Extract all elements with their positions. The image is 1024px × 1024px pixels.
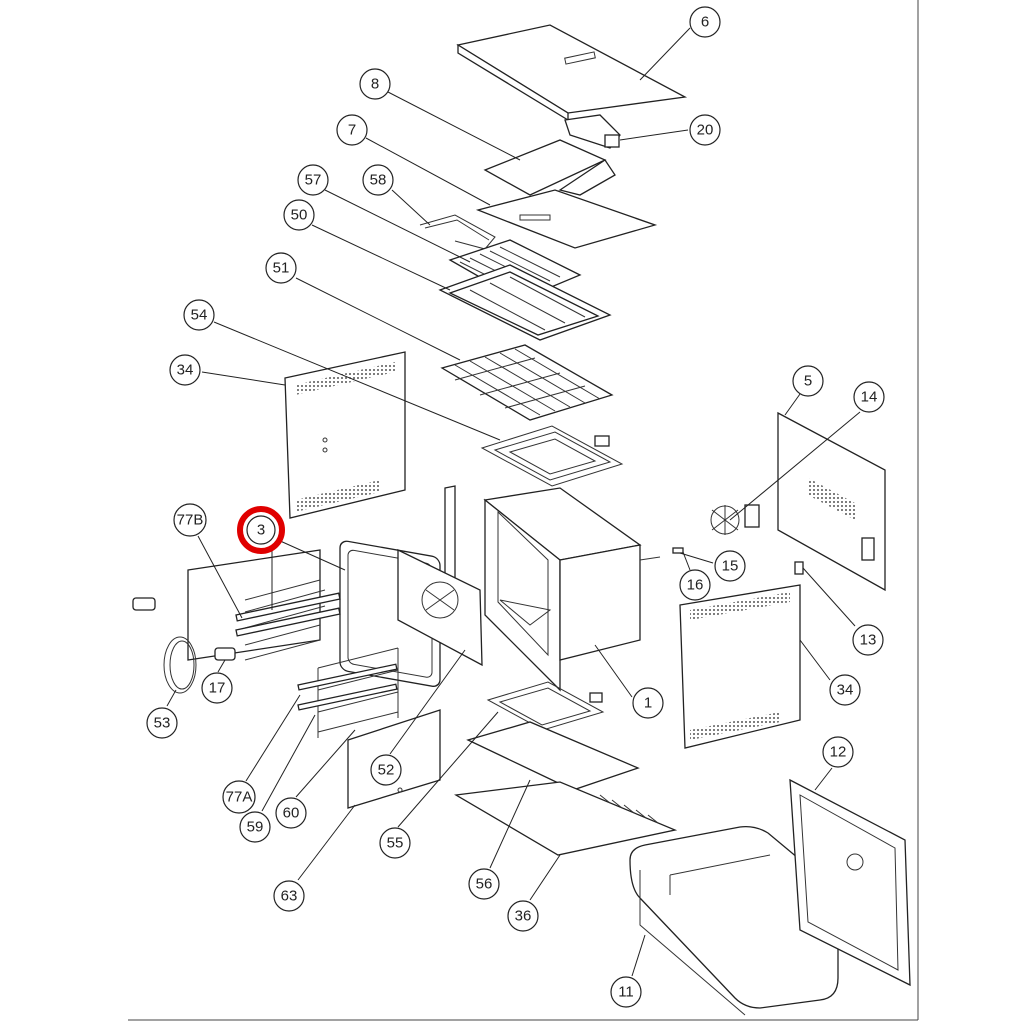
svg-text:12: 12 <box>830 744 847 761</box>
svg-text:6: 6 <box>701 14 709 31</box>
part-control-knob <box>132 597 156 611</box>
part-top-heating-element <box>480 425 624 487</box>
svg-text:77A: 77A <box>226 789 253 806</box>
part-crumb-tray <box>466 721 640 791</box>
callout-20[interactable]: 20 <box>689 114 721 146</box>
callout-12[interactable]: 12 <box>822 736 854 768</box>
part-inner-top-panel <box>475 189 658 249</box>
part-heat-shield <box>483 139 616 196</box>
callout-3-highlighted[interactable]: 3 <box>237 506 285 554</box>
svg-text:5: 5 <box>804 373 812 390</box>
callout-17[interactable]: 17 <box>201 672 233 704</box>
svg-text:63: 63 <box>281 888 298 905</box>
callout-8[interactable]: 8 <box>359 68 391 100</box>
svg-text:15: 15 <box>722 558 739 575</box>
svg-text:1: 1 <box>644 695 652 712</box>
part-top-cover <box>456 24 688 122</box>
svg-text:55: 55 <box>387 835 404 852</box>
leader-lines <box>166 27 861 977</box>
callout-58[interactable]: 58 <box>362 164 394 196</box>
svg-text:13: 13 <box>860 632 877 649</box>
svg-text:56: 56 <box>476 876 493 893</box>
svg-text:7: 7 <box>348 122 356 139</box>
svg-text:34: 34 <box>837 682 854 699</box>
callout-50[interactable]: 50 <box>283 199 315 231</box>
svg-text:17: 17 <box>209 680 226 697</box>
callout-14[interactable]: 14 <box>853 381 885 413</box>
svg-text:16: 16 <box>687 577 704 594</box>
svg-text:51: 51 <box>273 260 290 277</box>
part-clip <box>794 561 804 575</box>
callout-77a[interactable]: 77A <box>222 780 256 814</box>
part-wire-rack <box>440 344 614 421</box>
callout-1[interactable]: 1 <box>632 687 664 719</box>
callout-34-right[interactable]: 34 <box>829 674 861 706</box>
callout-57[interactable]: 57 <box>297 164 329 196</box>
part-back-frame <box>789 778 911 987</box>
svg-text:8: 8 <box>371 76 379 93</box>
svg-text:52: 52 <box>378 762 395 779</box>
callout-6[interactable]: 6 <box>689 6 721 38</box>
part-back-panel-right <box>777 411 886 592</box>
callout-63[interactable]: 63 <box>273 880 305 912</box>
callout-11[interactable]: 11 <box>610 976 642 1008</box>
callout-60[interactable]: 60 <box>275 797 307 829</box>
callout-52[interactable]: 52 <box>370 754 402 786</box>
part-fastener <box>672 547 684 554</box>
svg-text:58: 58 <box>370 172 387 189</box>
callout-55[interactable]: 55 <box>379 827 411 859</box>
callout-16[interactable]: 16 <box>679 569 711 601</box>
svg-text:53: 53 <box>154 715 171 732</box>
part-convection-fan <box>710 504 760 535</box>
part-side-runners-right <box>297 647 399 738</box>
part-baking-tray <box>438 264 612 341</box>
callout-51[interactable]: 51 <box>265 252 297 284</box>
svg-text:3: 3 <box>257 522 265 539</box>
svg-text:34: 34 <box>177 362 194 379</box>
part-bottom-heating-element <box>486 681 605 731</box>
callout-13[interactable]: 13 <box>852 624 884 656</box>
part-side-panel-right <box>679 584 801 749</box>
svg-text:77B: 77B <box>177 512 204 529</box>
part-side-panel-left <box>284 351 406 519</box>
callout-36[interactable]: 36 <box>507 900 539 932</box>
part-thermostat <box>214 647 236 661</box>
callout-59[interactable]: 59 <box>239 811 271 843</box>
svg-text:60: 60 <box>283 805 300 822</box>
part-circular-heating-element <box>163 636 197 694</box>
svg-text:20: 20 <box>697 122 714 139</box>
callout-77b[interactable]: 77B <box>173 503 207 537</box>
callout-53[interactable]: 53 <box>146 707 178 739</box>
svg-text:11: 11 <box>618 984 634 1001</box>
svg-text:50: 50 <box>291 207 308 224</box>
svg-text:36: 36 <box>515 908 532 925</box>
svg-text:59: 59 <box>247 819 264 836</box>
part-door-inner <box>397 548 483 667</box>
callout-54[interactable]: 54 <box>183 299 215 331</box>
part-rack-handle <box>419 214 496 250</box>
callout-5[interactable]: 5 <box>792 365 824 397</box>
callout-7[interactable]: 7 <box>336 114 368 146</box>
highlight-ring <box>237 506 285 554</box>
svg-text:14: 14 <box>861 389 878 406</box>
callout-56[interactable]: 56 <box>468 868 500 900</box>
svg-text:54: 54 <box>191 307 208 324</box>
callout-34-left[interactable]: 34 <box>169 354 201 386</box>
part-side-runner-plate <box>187 549 341 661</box>
svg-text:57: 57 <box>305 172 322 189</box>
callout-15[interactable]: 15 <box>714 550 746 582</box>
part-bottom-panel <box>454 781 678 856</box>
part-control-module <box>564 114 621 149</box>
